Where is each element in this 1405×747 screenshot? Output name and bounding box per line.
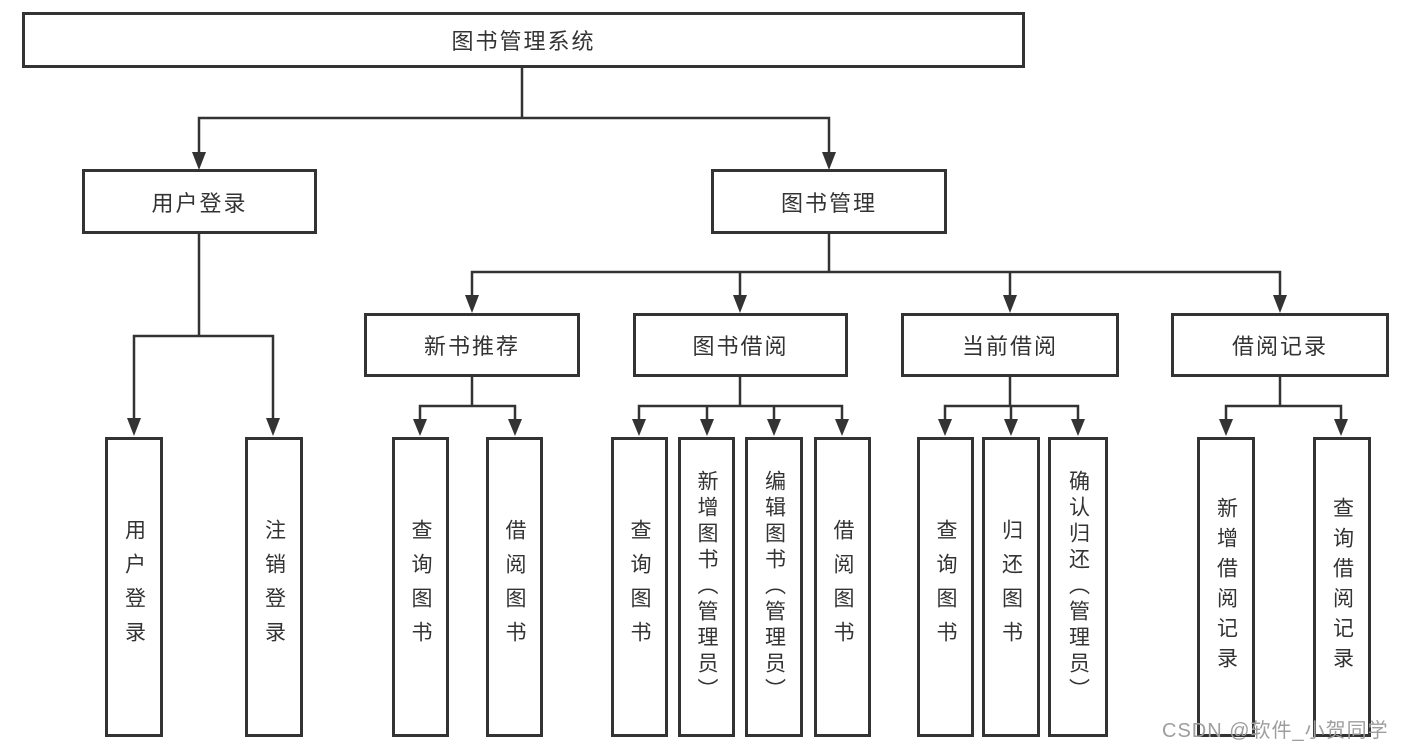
arrowhead	[938, 419, 952, 436]
arrowhead	[1003, 295, 1017, 313]
arrowhead	[413, 419, 427, 436]
leaf-return-books: 归还图书	[982, 437, 1040, 737]
leaf-edit-books-admin: 编辑图书（管理员）	[745, 437, 803, 737]
leaf-query-books-borrow: 查询图书	[611, 437, 668, 737]
arrowhead	[1071, 419, 1085, 436]
node-label: 图书借阅	[692, 334, 789, 359]
arrowhead	[767, 419, 781, 436]
node-label: 查询借阅记录	[1330, 497, 1354, 677]
leaf-logout: 注销登录	[245, 437, 303, 737]
node-label: 用户登录	[122, 519, 146, 655]
arrowhead	[835, 419, 849, 436]
node-new-book-recommend: 新书推荐	[364, 313, 580, 377]
node-label: 借阅记录	[1231, 334, 1328, 359]
node-label: 图书管理	[780, 190, 877, 216]
leaf-borrow-books-recommend: 借阅图书	[486, 437, 543, 737]
arrowhead	[733, 295, 747, 313]
arrowhead	[632, 419, 646, 436]
leaf-query-borrow-record: 查询借阅记录	[1313, 437, 1371, 737]
node-borrow-records: 借阅记录	[1171, 313, 1389, 377]
leaf-query-books-current: 查询图书	[917, 437, 974, 737]
arrowhead	[700, 419, 714, 436]
node-label: 查询图书	[934, 519, 957, 655]
node-label: 查询图书	[409, 519, 432, 655]
node-label: 新增图书（管理员）	[695, 470, 718, 704]
arrowhead	[1219, 419, 1233, 436]
node-label: 用户登录	[151, 190, 248, 216]
arrowhead	[508, 419, 522, 436]
node-user-login: 用户登录	[82, 169, 317, 234]
node-label: 新增借阅记录	[1214, 497, 1238, 677]
arrowhead	[1334, 419, 1348, 436]
node-label: 借阅图书	[503, 519, 526, 655]
leaf-add-books-admin: 新增图书（管理员）	[678, 437, 735, 737]
leaf-borrow-books: 借阅图书	[814, 437, 871, 737]
arrowhead	[192, 152, 206, 170]
node-library-system: 图书管理系统	[22, 12, 1025, 68]
node-label: 编辑图书（管理员）	[762, 470, 786, 704]
arrowhead	[465, 295, 479, 313]
node-book-management: 图书管理	[711, 169, 947, 234]
node-label: 新书推荐	[423, 334, 520, 359]
node-label: 图书管理系统	[451, 29, 596, 54]
csdn-watermark: CSDN @软件_小贺同学	[1162, 720, 1389, 742]
node-book-borrow: 图书借阅	[633, 313, 848, 377]
arrowhead	[1273, 295, 1287, 313]
node-label: 当前借阅	[961, 334, 1058, 359]
arrowhead	[266, 418, 280, 436]
node-label: 查询图书	[628, 519, 651, 655]
leaf-user-login: 用户登录	[105, 437, 163, 737]
leaf-query-books-recommend: 查询图书	[392, 437, 449, 737]
arrowhead	[1004, 419, 1018, 436]
node-label: 借阅图书	[831, 519, 854, 655]
node-label: 确认归还（管理员）	[1066, 470, 1090, 704]
leaf-confirm-return-admin: 确认归还（管理员）	[1048, 437, 1108, 737]
arrowhead	[127, 418, 141, 436]
leaf-add-borrow-record: 新增借阅记录	[1197, 437, 1255, 737]
node-label: 归还图书	[999, 519, 1023, 655]
node-label: 注销登录	[262, 519, 286, 655]
node-current-borrow: 当前借阅	[901, 313, 1119, 377]
arrowhead	[822, 152, 836, 170]
